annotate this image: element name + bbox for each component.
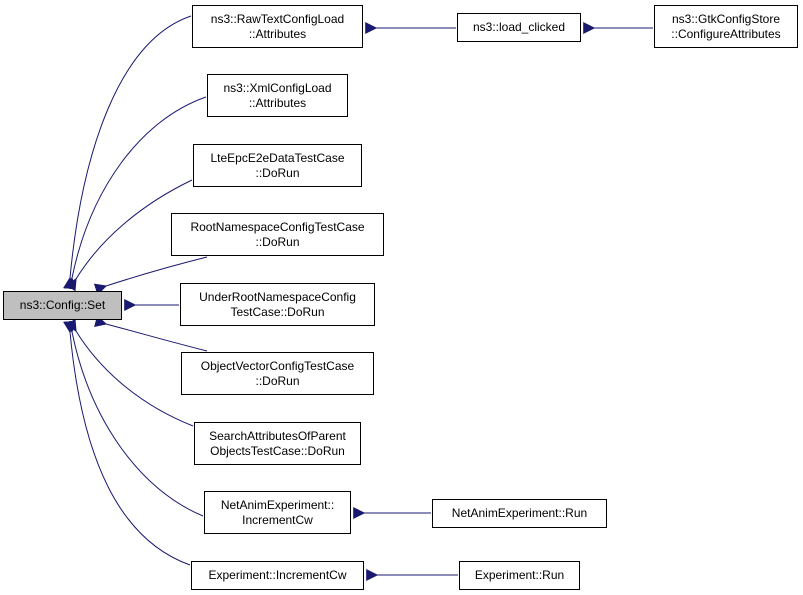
node-load-clicked[interactable]: ns3::load_clicked: [457, 13, 581, 42]
node-experiment-run[interactable]: Experiment::Run: [459, 561, 580, 590]
node-label-line: SearchAttributesOfParent: [209, 428, 346, 443]
node-xml-config-load-attributes[interactable]: ns3::XmlConfigLoad ::Attributes: [207, 74, 348, 117]
edge-rawtext-attributes-to-config-set: [63, 15, 192, 290]
edge-xml-attributes-to-config-set: [63, 96, 207, 290]
edge-lte-dorun-to-config-set: [65, 179, 193, 292]
node-label-line: ns3::XmlConfigLoad: [223, 80, 332, 95]
edge-netanim-incrementcw-to-config-set: [63, 320, 204, 517]
node-label-line: ::Attributes: [248, 95, 307, 110]
node-experiment-incrementcw[interactable]: Experiment::IncrementCw: [191, 561, 364, 590]
node-netanim-experiment-incrementcw[interactable]: NetAnimExperiment:: IncrementCw: [204, 491, 351, 534]
node-config-set: ns3::Config::Set: [3, 291, 122, 320]
node-object-vector-config-test-case-dorun[interactable]: ObjectVectorConfigTestCase ::DoRun: [181, 352, 374, 395]
node-under-root-namespace-config-test-case-dorun[interactable]: UnderRootNamespaceConfig TestCase::DoRun: [180, 283, 375, 326]
node-label-line: ::Attributes: [248, 26, 307, 41]
node-label-line: Experiment::IncrementCw: [208, 568, 347, 582]
node-label-line: TestCase::DoRun: [230, 304, 325, 319]
node-label-line: ObjectsTestCase::DoRun: [210, 443, 345, 458]
node-root-namespace-config-test-case-dorun[interactable]: RootNamespaceConfigTestCase ::DoRun: [171, 213, 384, 256]
node-label-line: LteEpcE2eDataTestCase: [210, 150, 345, 165]
node-search-attributes-of-parent-objects-test-case-dorun[interactable]: SearchAttributesOfParent ObjectsTestCase…: [194, 422, 361, 465]
node-label-line: UnderRootNamespaceConfig: [199, 289, 356, 304]
node-label-line: NetAnimExperiment::: [220, 497, 335, 512]
edge-rootns-dorun-to-config-set: [93, 256, 208, 296]
edge-searchattr-dorun-to-config-set: [65, 318, 194, 427]
node-netanim-experiment-run[interactable]: NetAnimExperiment::Run: [432, 499, 607, 528]
node-lte-epc-e2e-data-test-case-dorun[interactable]: LteEpcE2eDataTestCase ::DoRun: [193, 144, 362, 187]
node-label-line: ObjectVectorConfigTestCase: [200, 358, 355, 373]
node-label-line: ns3::Config::Set: [19, 298, 106, 312]
node-gtk-config-store-configure-attributes[interactable]: ns3::GtkConfigStore ::ConfigureAttribute…: [654, 5, 798, 48]
node-label-line: ::DoRun: [255, 165, 300, 180]
node-label-line: RootNamespaceConfigTestCase: [190, 219, 365, 234]
node-rawtext-config-load-attributes[interactable]: ns3::RawTextConfigLoad ::Attributes: [192, 5, 363, 48]
node-label-line: ns3::load_clicked: [472, 20, 566, 34]
edge-objvector-dorun-to-config-set: [94, 315, 208, 352]
node-label-line: ns3::RawTextConfigLoad: [210, 11, 345, 26]
node-label-line: ::ConfigureAttributes: [671, 26, 781, 41]
node-label-line: ::DoRun: [255, 373, 300, 388]
node-label-line: ns3::GtkConfigStore: [671, 11, 781, 26]
node-label-line: IncrementCw: [242, 512, 313, 527]
node-label-line: ::DoRun: [255, 234, 300, 249]
node-label-line: NetAnimExperiment::Run: [451, 506, 588, 520]
edge-exp-incrementcw-to-config-set: [63, 320, 191, 566]
node-label-line: Experiment::Run: [474, 568, 565, 582]
